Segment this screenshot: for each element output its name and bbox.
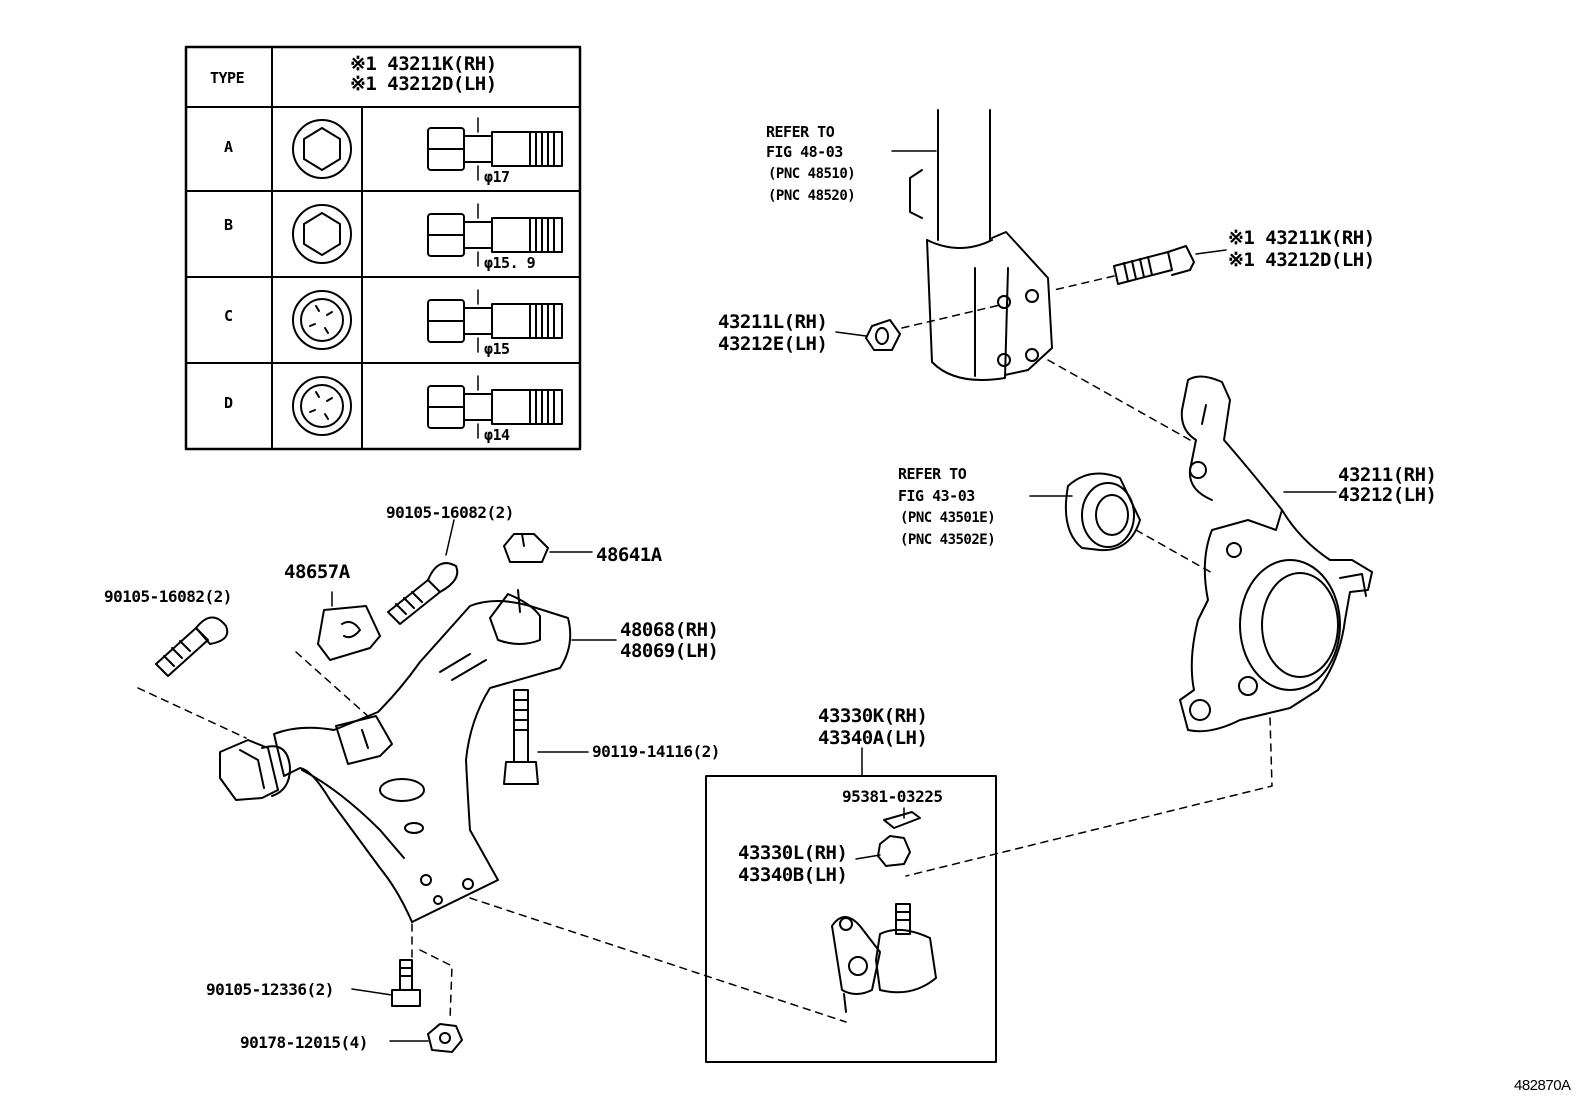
bolt-icon-c bbox=[427, 289, 563, 353]
callout-nut-rh[interactable]: 43211L(RH) bbox=[718, 311, 828, 333]
callout-bolt-12336[interactable]: 90105-12336(2) bbox=[206, 980, 334, 999]
refer-strut-line1: REFER TO bbox=[766, 123, 835, 141]
type-table-grid bbox=[184, 45, 582, 451]
nut-48641a-drawing bbox=[503, 533, 593, 563]
callout-cotter-pin[interactable]: 95381-03225 bbox=[842, 787, 943, 806]
callout-bolt-rh[interactable]: ※1 43211K(RH) bbox=[1228, 227, 1375, 249]
front-bushing-drawing bbox=[219, 739, 291, 801]
lower-control-arm-drawing bbox=[273, 589, 572, 923]
nut-90178-drawing bbox=[389, 949, 463, 1053]
hex-head-icon-a bbox=[292, 119, 352, 179]
arm-balljoint-dash bbox=[469, 897, 847, 1023]
table-dia-d: φ14 bbox=[484, 426, 510, 444]
table-bolt-icons bbox=[427, 117, 563, 439]
callout-bolt-top[interactable]: 90105-16082(2) bbox=[386, 503, 514, 522]
callout-arm-lh[interactable]: 48069(LH) bbox=[620, 640, 719, 662]
callout-balljoint-rh[interactable]: 43330K(RH) bbox=[818, 705, 928, 727]
table-type-d: D bbox=[224, 394, 233, 412]
refer-hub-pnc1: (PNC 43501E) bbox=[900, 510, 996, 526]
bolt-90105-12336-drawing bbox=[351, 923, 421, 1007]
knuckle-balljoint-dash bbox=[905, 717, 1273, 877]
bolt-icon-a bbox=[427, 117, 563, 181]
hex-head-icon-c bbox=[292, 290, 352, 350]
bolt-icon-d bbox=[427, 375, 563, 439]
callout-knuckle-rh[interactable]: 43211(RH) bbox=[1338, 464, 1437, 486]
callout-bj-nut-lh[interactable]: 43340B(LH) bbox=[738, 864, 848, 886]
bolt-top-drawing bbox=[387, 519, 459, 625]
refer-strut-pnc2: (PNC 48520) bbox=[768, 188, 856, 204]
table-header-rh: ※1 43211K(RH) bbox=[350, 53, 497, 75]
figure-id: 482870A bbox=[1514, 1077, 1571, 1094]
callout-bolt-lh[interactable]: ※1 43212D(LH) bbox=[1228, 249, 1375, 271]
table-header-type: TYPE bbox=[210, 69, 245, 87]
callout-bolt-left[interactable]: 90105-16082(2) bbox=[104, 587, 232, 606]
refer-hub-line1: REFER TO bbox=[898, 465, 967, 483]
table-type-b: B bbox=[224, 216, 233, 234]
callout-nut-lh[interactable]: 43212E(LH) bbox=[718, 333, 828, 355]
strut-nut-drawing bbox=[835, 304, 1001, 351]
table-type-c: C bbox=[224, 307, 233, 325]
callout-bj-nut-rh[interactable]: 43330L(RH) bbox=[738, 842, 848, 864]
bracket-48657a-drawing bbox=[295, 591, 381, 719]
callout-nut-48641a[interactable]: 48641A bbox=[596, 544, 662, 566]
hub-bearing-drawing bbox=[1029, 472, 1215, 575]
table-type-a: A bbox=[224, 138, 233, 156]
ball-joint-drawing bbox=[831, 807, 937, 1013]
table-dia-a: φ17 bbox=[484, 168, 510, 186]
hex-head-icon-d bbox=[292, 376, 352, 436]
table-dia-b: φ15. 9 bbox=[484, 254, 536, 272]
callout-arm-rh[interactable]: 48068(RH) bbox=[620, 619, 719, 641]
ball-joint-box bbox=[705, 775, 997, 1063]
refer-hub-line2: FIG 43-03 bbox=[898, 487, 975, 505]
strut-bolt-drawing bbox=[1053, 245, 1227, 291]
strut-knuckle-dash bbox=[1047, 359, 1191, 441]
callout-bolt-90119[interactable]: 90119-14116(2) bbox=[592, 742, 720, 761]
hex-head-icon-b bbox=[292, 204, 352, 264]
refer-strut-line2: FIG 48-03 bbox=[766, 143, 843, 161]
table-header-lh: ※1 43212D(LH) bbox=[350, 73, 497, 95]
strut-drawing bbox=[909, 109, 1053, 381]
bolt-90119-drawing bbox=[503, 689, 589, 785]
callout-bracket-48657a[interactable]: 48657A bbox=[284, 561, 350, 583]
table-dia-c: φ15 bbox=[484, 340, 510, 358]
bolt-icon-b bbox=[427, 203, 563, 267]
table-hex-icons bbox=[292, 119, 352, 436]
callout-balljoint-lh[interactable]: 43340A(LH) bbox=[818, 727, 928, 749]
bolt-left-drawing bbox=[137, 616, 247, 739]
refer-hub-pnc2: (PNC 43502E) bbox=[900, 532, 996, 548]
refer-strut-pnc1: (PNC 48510) bbox=[768, 166, 856, 182]
steering-knuckle-drawing bbox=[1179, 375, 1373, 733]
callout-nut-12015[interactable]: 90178-12015(4) bbox=[240, 1033, 368, 1052]
callout-knuckle-lh[interactable]: 43212(LH) bbox=[1338, 484, 1437, 506]
